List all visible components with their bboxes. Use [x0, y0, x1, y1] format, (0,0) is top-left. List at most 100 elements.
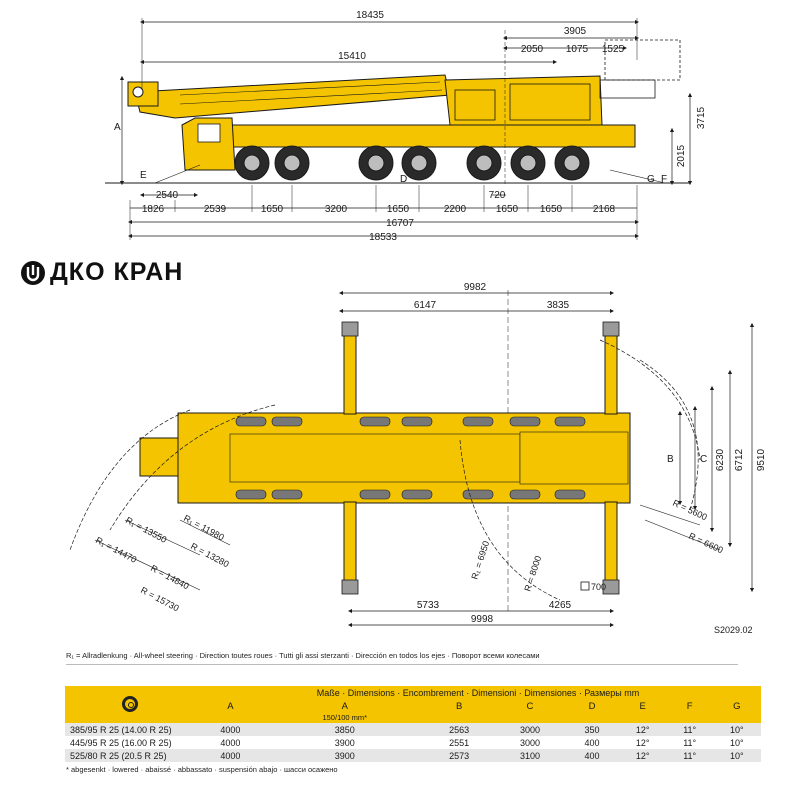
col-D: D	[565, 700, 619, 712]
outriggers	[343, 329, 618, 587]
brand-name: ДКО КРАН	[50, 258, 184, 286]
cell: 3900	[265, 736, 424, 749]
outrigger-pad-icon	[580, 581, 590, 591]
tyre-size: 385/95 R 25 (14.00 R 25)	[65, 723, 195, 736]
label-G: G	[647, 174, 655, 185]
tyre-icon	[122, 695, 138, 712]
col-A-note: 150/100 mm*	[265, 712, 424, 723]
top-view: 9982 6147 3835 5733 4265 9998 6230 6712 …	[69, 282, 767, 635]
outrigger-pad-size: 700	[591, 582, 606, 592]
radius-6600: R = 6600	[687, 531, 725, 556]
dim-2050: 2050	[521, 44, 544, 55]
cell: 12°	[618, 749, 667, 762]
cell: 10°	[712, 736, 761, 749]
cell: 400	[565, 749, 619, 762]
dim-2539: 2539	[204, 204, 227, 215]
radius-11980: R₁ = 11980	[182, 513, 226, 543]
dim-3715: 3715	[696, 106, 707, 129]
tyre-size: 445/95 R 25 (16.00 R 25)	[65, 736, 195, 749]
carrier	[189, 124, 636, 148]
label-B: B	[667, 454, 674, 465]
cell: 2563	[423, 723, 495, 736]
dim-6230: 6230	[715, 448, 726, 471]
wheels	[234, 145, 590, 181]
cell: 11°	[666, 723, 713, 736]
label-A: A	[114, 122, 121, 133]
radius-14470: R₁ = 14470	[94, 535, 138, 565]
dim-9982: 9982	[464, 282, 487, 293]
label-C: C	[700, 454, 707, 465]
cell: 2551	[423, 736, 495, 749]
dim-5733: 5733	[417, 600, 440, 611]
boom	[134, 74, 451, 119]
dim-overall-length: 18435	[356, 10, 384, 21]
dim-2200: 2200	[444, 204, 467, 215]
label-D: D	[400, 174, 407, 185]
col-A: A	[195, 700, 266, 712]
dim-9510: 9510	[756, 448, 767, 471]
cell: 3900	[265, 749, 424, 762]
driver-cab	[181, 117, 236, 171]
dim-1826: 1826	[142, 204, 165, 215]
drawing-code: S2029.02	[714, 625, 753, 635]
crane-hook-logo-icon	[21, 260, 45, 285]
cell: 3100	[494, 749, 566, 762]
cell: 400	[565, 736, 619, 749]
tyre-size: 525/80 R 25 (20.5 R 25)	[65, 749, 195, 762]
dimensions-table: Maße · Dimensions · Encombrement · Dimen…	[65, 686, 761, 762]
wheels-top	[235, 416, 586, 500]
side-view: 18435 15410 3905 2050 1075 1525 2540 720…	[105, 10, 707, 243]
dim-16707: 16707	[386, 218, 414, 229]
dim-9998: 9998	[471, 614, 494, 625]
cell: 10°	[712, 749, 761, 762]
cell: 11°	[666, 749, 713, 762]
cell: 3000	[494, 736, 566, 749]
dim-4265: 4265	[549, 600, 572, 611]
cell: 2573	[423, 749, 495, 762]
radius-5600: R = 5600	[671, 498, 709, 523]
dim-1525: 1525	[602, 44, 625, 55]
table-footnote: * abgesenkt · lowered · abaissé · abbass…	[66, 765, 338, 774]
radius-15730: R = 15730	[139, 585, 181, 613]
dim-3835: 3835	[547, 300, 570, 311]
radius-8000: R = 8000	[522, 555, 543, 593]
tyre-header	[65, 686, 195, 723]
radius-13550: R₁ = 13550	[124, 515, 168, 545]
dim-6147: 6147	[414, 300, 437, 311]
table-row: 445/95 R 25 (16.00 R 25) 4000 3900 2551 …	[65, 736, 761, 749]
dim-2168: 2168	[593, 204, 616, 215]
cell: 3850	[265, 723, 424, 736]
label-F: F	[661, 174, 667, 185]
dim-720: 720	[489, 190, 506, 201]
cell: 350	[565, 723, 619, 736]
dim-1650-c: 1650	[496, 204, 519, 215]
brand-logo: ДКО КРАН	[20, 258, 183, 287]
cell: 4000	[195, 736, 266, 749]
col-C: C	[494, 700, 566, 712]
col-F: F	[666, 700, 713, 712]
legend-divider	[66, 664, 738, 665]
dim-2540: 2540	[156, 190, 179, 201]
dim-3200: 3200	[325, 204, 348, 215]
dim-1650-b: 1650	[387, 204, 410, 215]
cell: 12°	[618, 723, 667, 736]
table-row: 385/95 R 25 (14.00 R 25) 4000 3850 2563 …	[65, 723, 761, 736]
col-G: G	[712, 700, 761, 712]
col-E: E	[618, 700, 667, 712]
col-A-lowered: A	[265, 700, 424, 712]
table-title: Maße · Dimensions · Encombrement · Dimen…	[195, 686, 761, 700]
table-row: 525/80 R 25 (20.5 R 25) 4000 3900 2573 3…	[65, 749, 761, 762]
label-E: E	[140, 170, 147, 181]
dim-1075: 1075	[566, 44, 589, 55]
radius-13280: R = 13280	[189, 541, 231, 569]
cell: 11°	[666, 736, 713, 749]
dim-1650-a: 1650	[261, 204, 284, 215]
cell: 3000	[494, 723, 566, 736]
cell: 10°	[712, 723, 761, 736]
dim-2015: 2015	[676, 144, 687, 167]
dim-6712: 6712	[734, 448, 745, 471]
dim-1650-d: 1650	[540, 204, 563, 215]
dim-rear-3905: 3905	[564, 26, 587, 37]
dim-18533: 18533	[369, 232, 397, 243]
dim-boom-length: 15410	[338, 51, 366, 62]
